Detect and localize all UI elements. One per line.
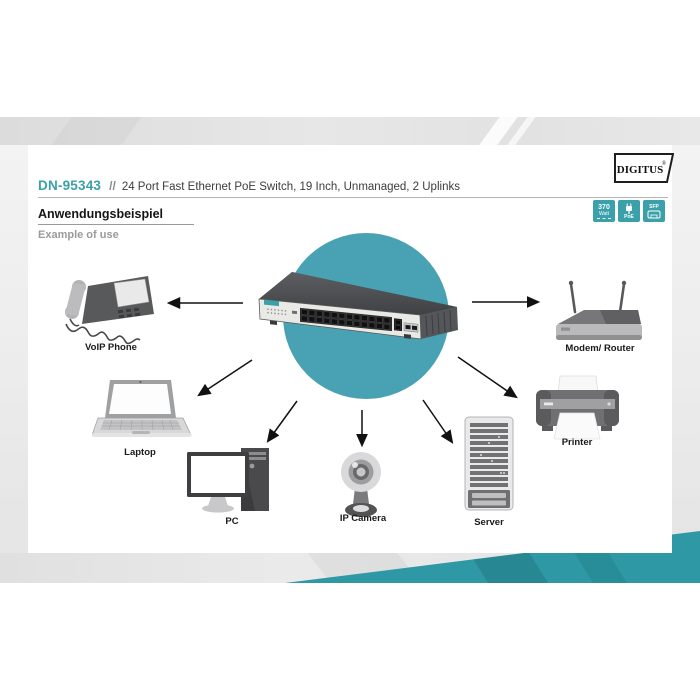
ip-camera-label: IP Camera — [339, 513, 387, 524]
laptop-icon — [92, 380, 192, 437]
badge-dots — [597, 217, 611, 219]
badge-watt-label: Watt — [598, 210, 610, 217]
printer-icon — [536, 375, 619, 440]
arrow-to-server — [422, 399, 454, 444]
modem-router-icon — [556, 280, 642, 340]
section-title-en: Example of use — [38, 229, 119, 241]
laptop-label: Laptop — [124, 447, 156, 458]
arrow-to-pc — [266, 400, 298, 443]
server-icon — [464, 416, 514, 511]
badge-370-value: 370 — [598, 203, 610, 211]
section-title-de: Anwendungsbeispiel — [38, 207, 164, 221]
badge-sfp-label: SFP — [649, 203, 659, 210]
top-decorative-band — [0, 117, 700, 145]
printer-label: Printer — [561, 437, 593, 448]
product-code: DN-95343 — [38, 178, 102, 193]
arrow-to-laptop — [197, 359, 253, 397]
feature-badges: 370 Watt PoE SFP — [593, 200, 665, 222]
digitus-logo-box: DIGITUS ® — [614, 153, 675, 183]
server-label: Server — [474, 517, 504, 528]
badge-370-watt: 370 Watt — [593, 200, 615, 222]
header-row: DN-95343 // 24 Port Fast Ethernet PoE Swit… — [38, 177, 598, 195]
section-title-underline — [38, 224, 194, 225]
pc-label: PC — [225, 516, 239, 527]
band-shade — [44, 117, 146, 145]
voip-phone-icon — [65, 276, 154, 345]
header-rule — [38, 197, 668, 198]
brand-name: DIGITUS — [617, 164, 663, 176]
arrow-to-printer — [457, 356, 518, 399]
product-title: 24 Port Fast Ethernet PoE Switch, 19 Inc… — [121, 181, 460, 193]
connection-arrows — [166, 296, 541, 448]
pc-icon — [187, 448, 269, 513]
poe-switch-image — [258, 272, 458, 340]
voip-phone-label: VoIP Phone — [85, 342, 137, 353]
separator: // — [109, 179, 116, 193]
badge-poe: PoE — [618, 200, 640, 222]
badge-poe-label: PoE — [624, 213, 634, 220]
content-card: DIGITUS ® DN-95343 // 24 Port Fast Etherne… — [28, 145, 675, 553]
ip-camera-icon — [341, 452, 381, 517]
digitus-logo: DIGITUS ® — [614, 153, 675, 183]
poe-plug-icon — [626, 203, 632, 214]
registered-mark-icon: ® — [662, 160, 667, 167]
modem-router-label: Modem/ Router — [565, 343, 635, 354]
band-corner — [0, 530, 28, 555]
badge-sfp: SFP — [643, 200, 665, 222]
sfp-module-icon — [647, 210, 661, 218]
